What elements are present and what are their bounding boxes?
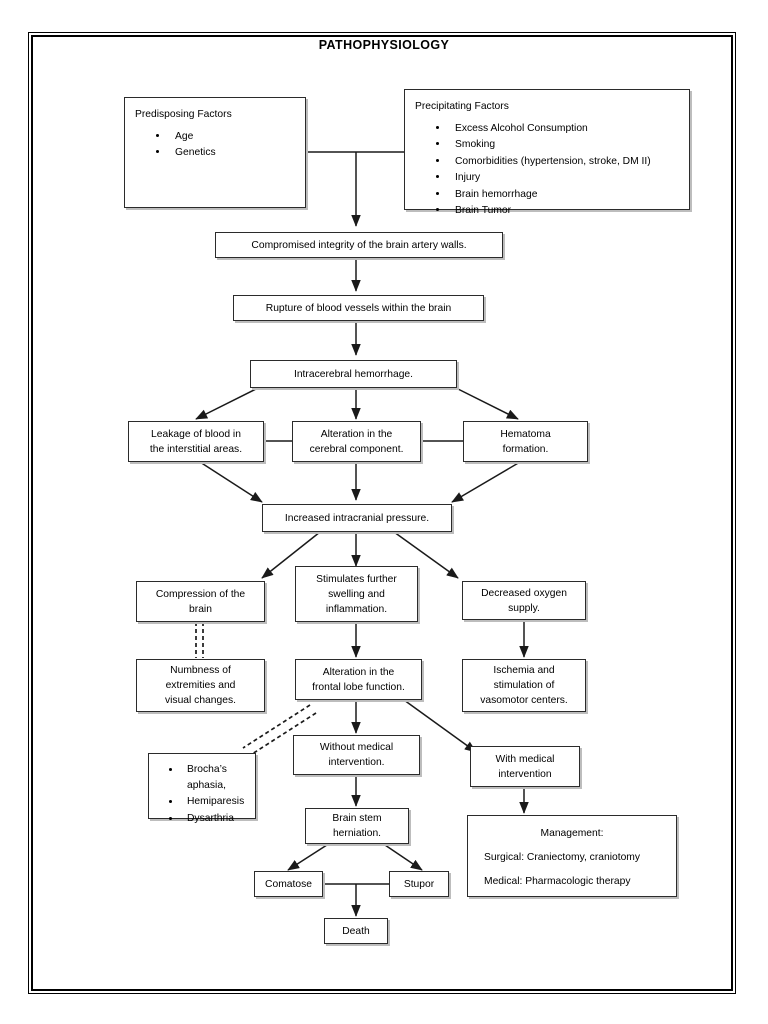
leakage-line-1: Leakage of blood in — [151, 428, 241, 440]
frontal-line-2: frontal lobe function. — [312, 681, 405, 693]
management-medical: Medical: Pharmacologic therapy — [484, 876, 631, 887]
management-title: Management: — [540, 828, 604, 839]
precipitating-factors-box: Precipitating Factors Excess Alcohol Con… — [404, 89, 690, 216]
stupor-label: Stupor — [403, 878, 435, 890]
precipitating-factors-list: Excess Alcohol Consumption Smoking Comor… — [415, 121, 681, 219]
death-box: Death — [324, 918, 388, 944]
management-box: Management: Surgical: Craniectomy, crani… — [467, 815, 677, 897]
brain-stem-herniation-box: Brain stem herniation. — [305, 808, 409, 844]
compression-line-2: brain — [189, 603, 212, 615]
leakage-line-2: the interstitial areas. — [149, 443, 243, 455]
predisposing-factors-box: Predisposing Factors Age Genetics — [124, 97, 306, 208]
list-item: Brocha’s aphasia, — [181, 762, 251, 793]
increased-intracranial-pressure-box: Increased intracranial pressure. — [262, 504, 452, 532]
page-border-inner — [31, 35, 733, 991]
compression-line-1: Compression of the — [155, 588, 246, 600]
neurologic-deficits-box: Brocha’s aphasia, Hemiparesis Dysarthria — [148, 753, 256, 824]
ischemia-line-1: Ischemia and — [493, 665, 555, 676]
without-medical-intervention-box: Without medical intervention. — [293, 735, 420, 775]
herniation-line-2: herniation. — [332, 828, 382, 839]
ischemia-vasomotor-box: Ischemia and stimulation of vasomotor ce… — [462, 659, 586, 712]
list-item: Age — [169, 129, 297, 145]
stimulates-line-1: Stimulates further — [316, 573, 397, 585]
intracerebral-hemorrhage-label: Intracerebral hemorrhage. — [293, 368, 414, 380]
herniation-line-1: Brain stem — [332, 813, 382, 824]
ischemia-line-3: vasomotor centers. — [480, 695, 568, 706]
compromised-integrity-box: Compromised integrity of the brain arter… — [215, 232, 503, 258]
list-item: Genetics — [169, 145, 297, 161]
predisposing-factors-header: Predisposing Factors — [135, 109, 232, 120]
precipitating-factors-header: Precipitating Factors — [415, 101, 509, 112]
neurologic-deficits-list: Brocha’s aphasia, Hemiparesis Dysarthria — [153, 762, 251, 826]
list-item: Smoking — [449, 137, 681, 153]
decreased-oxygen-line-2: supply. — [508, 602, 540, 614]
compression-of-brain-box: Compression of the brain — [136, 581, 265, 622]
rupture-box: Rupture of blood vessels within the brai… — [233, 295, 484, 321]
rupture-label: Rupture of blood vessels within the brai… — [265, 302, 452, 314]
page-title: PATHOPHYSIOLOGY — [318, 38, 450, 52]
stimulates-line-3: inflammation. — [325, 603, 388, 615]
hematoma-formation-box: Hematoma formation. — [463, 421, 588, 462]
numbness-line-2: extremities and — [165, 680, 236, 691]
with-line-1: With medical — [495, 753, 555, 765]
list-item: Brain Tumor — [449, 203, 681, 219]
list-item: Excess Alcohol Consumption — [449, 121, 681, 137]
list-item: Injury — [449, 170, 681, 186]
alteration-cerebral-line-1: Alteration in the — [320, 428, 393, 440]
frontal-line-1: Alteration in the — [322, 666, 395, 678]
with-line-2: intervention — [498, 768, 552, 780]
management-surgical: Surgical: Craniectomy, craniotomy — [484, 852, 641, 863]
hematoma-line-2: formation. — [502, 443, 549, 455]
stimulates-swelling-box: Stimulates further swelling and inflamma… — [295, 566, 418, 622]
list-item: Brain hemorrhage — [449, 187, 681, 203]
decreased-oxygen-line-1: Decreased oxygen — [481, 587, 567, 599]
with-medical-intervention-box: With medical intervention — [470, 746, 580, 787]
comatose-box: Comatose — [254, 871, 323, 897]
numbness-line-1: Numbness of — [170, 665, 231, 676]
alteration-cerebral-component-box: Alteration in the cerebral component. — [292, 421, 421, 462]
decreased-oxygen-supply-box: Decreased oxygen supply. — [462, 581, 586, 620]
without-line-1: Without medical — [319, 742, 394, 753]
death-label: Death — [342, 925, 370, 937]
numbness-line-3: visual changes. — [165, 695, 236, 706]
ischemia-line-2: stimulation of — [493, 680, 555, 691]
alteration-cerebral-line-2: cerebral component. — [309, 443, 404, 455]
page-border-outer — [28, 32, 736, 994]
comatose-label: Comatose — [265, 878, 312, 890]
frontal-lobe-alteration-box: Alteration in the frontal lobe function. — [295, 659, 422, 700]
without-line-2: intervention. — [328, 757, 385, 768]
icp-label: Increased intracranial pressure. — [284, 512, 430, 524]
stupor-box: Stupor — [389, 871, 449, 897]
predisposing-factors-list: Age Genetics — [135, 129, 297, 161]
intracerebral-hemorrhage-box: Intracerebral hemorrhage. — [250, 360, 457, 388]
list-item: Comorbidities (hypertension, stroke, DM … — [449, 154, 681, 170]
numbness-extremities-box: Numbness of extremities and visual chang… — [136, 659, 265, 712]
hematoma-line-1: Hematoma — [500, 428, 551, 440]
list-item: Dysarthria — [181, 811, 251, 827]
list-item: Hemiparesis — [181, 794, 251, 810]
leakage-of-blood-box: Leakage of blood in the interstitial are… — [128, 421, 264, 462]
stimulates-line-2: swelling and — [328, 588, 385, 600]
compromised-integrity-label: Compromised integrity of the brain arter… — [251, 239, 467, 251]
